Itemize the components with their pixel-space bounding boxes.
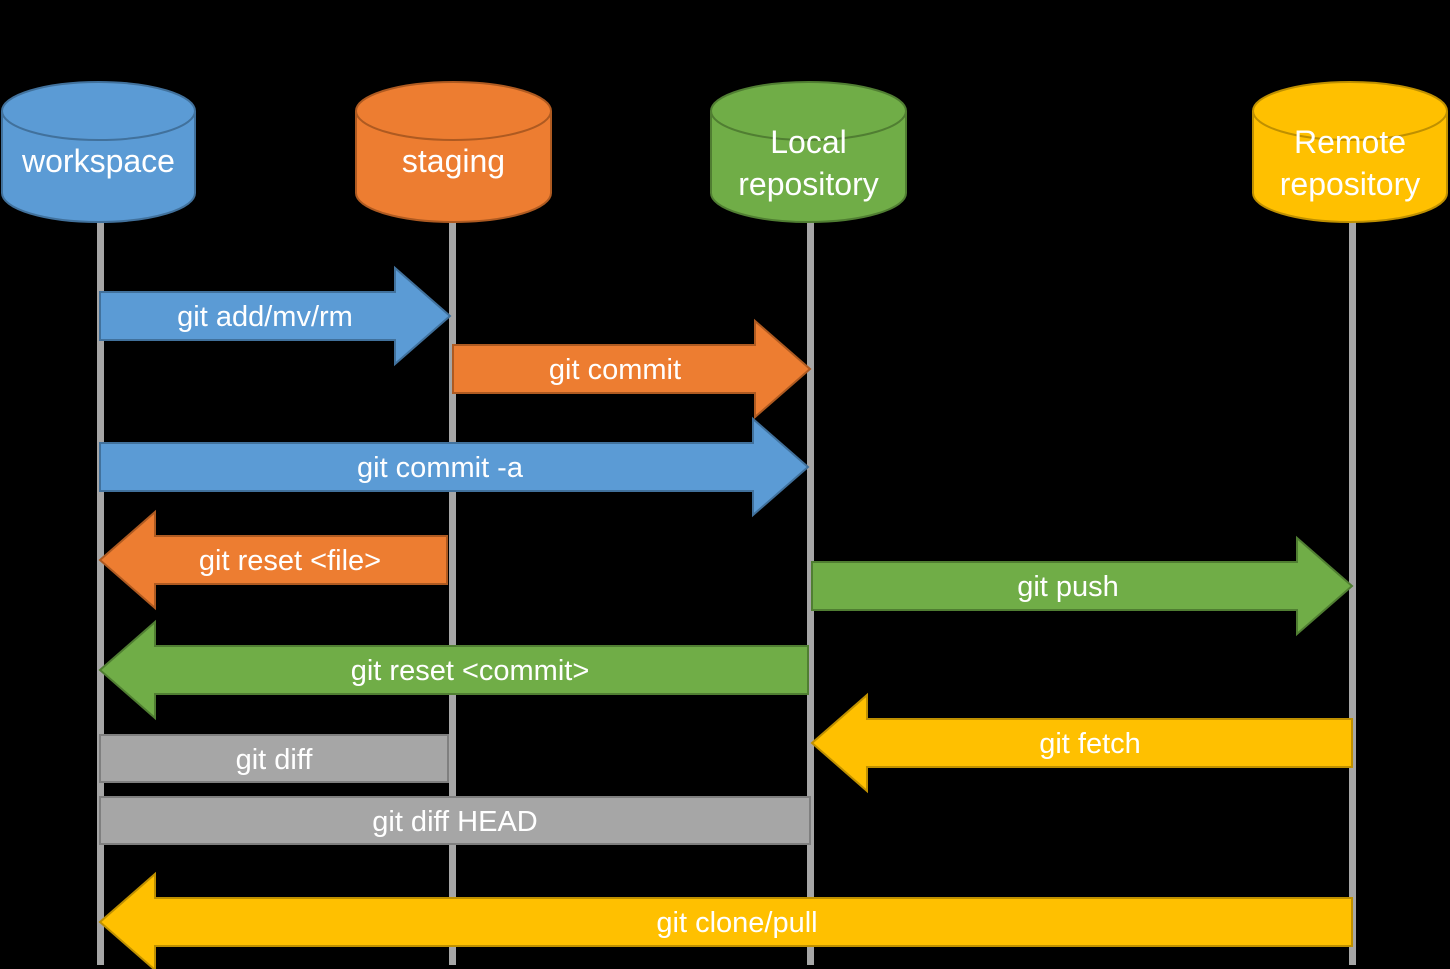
cylinder-body	[710, 111, 907, 223]
command-label: git reset <commit>	[351, 655, 590, 687]
arrow-left-shape	[810, 692, 1353, 794]
cylinder-top	[355, 81, 552, 141]
command-label: git clone/pull	[656, 907, 817, 939]
cylinder-body	[1252, 111, 1448, 223]
node-label-remote-line2: repository	[1280, 166, 1421, 202]
arrow-left-shape	[98, 871, 1353, 969]
command-git-commit: git commit	[452, 318, 812, 420]
command-git-push: git push	[811, 535, 1354, 637]
cylinder-top	[1, 81, 196, 141]
arrow-right-shape	[99, 265, 452, 367]
command-label: git commit	[549, 354, 681, 386]
arrow-right-shape	[811, 535, 1354, 637]
command-label: git push	[1017, 571, 1119, 603]
command-git-reset-commit: git reset <commit>	[98, 619, 809, 721]
arrow-left-shape	[98, 619, 809, 721]
cylinder-top	[1252, 81, 1448, 141]
command-label: git add/mv/rm	[177, 301, 353, 333]
command-git-reset-file: git reset <file>	[98, 509, 448, 611]
cylinder-body	[1, 111, 196, 223]
command-git-diff: git diff	[99, 734, 449, 783]
arrow-right-shape	[99, 416, 810, 518]
node-label-local-line2: repository	[738, 166, 879, 202]
arrow-right-shape	[452, 318, 812, 420]
node-staging: staging	[355, 81, 552, 223]
cylinder-top	[710, 81, 907, 141]
command-label: git diff	[236, 744, 314, 776]
node-workspace: workspace	[1, 81, 196, 223]
node-label-remote-line1: Remote	[1294, 124, 1406, 160]
node-local-repository: Local repository	[710, 81, 907, 223]
command-git-clone-pull: git clone/pull	[98, 871, 1353, 969]
node-remote-repository: Remote repository	[1252, 81, 1448, 223]
node-label-local-line1: Local	[770, 124, 847, 160]
command-git-commit-a: git commit -a	[99, 416, 810, 518]
cylinder-body	[355, 111, 552, 223]
command-label: git diff HEAD	[372, 806, 537, 838]
node-label-workspace: workspace	[21, 143, 175, 179]
command-git-fetch: git fetch	[810, 692, 1353, 794]
command-label: git reset <file>	[199, 545, 381, 577]
command-git-diff-head: git diff HEAD	[99, 796, 811, 845]
arrow-left-shape	[98, 509, 448, 611]
command-label: git commit -a	[357, 452, 524, 484]
command-git-add-mv-rm: git add/mv/rm	[99, 265, 452, 367]
bar-shape	[99, 796, 811, 845]
bar-shape	[99, 734, 449, 783]
node-label-staging: staging	[402, 143, 505, 179]
command-label: git fetch	[1039, 728, 1141, 760]
